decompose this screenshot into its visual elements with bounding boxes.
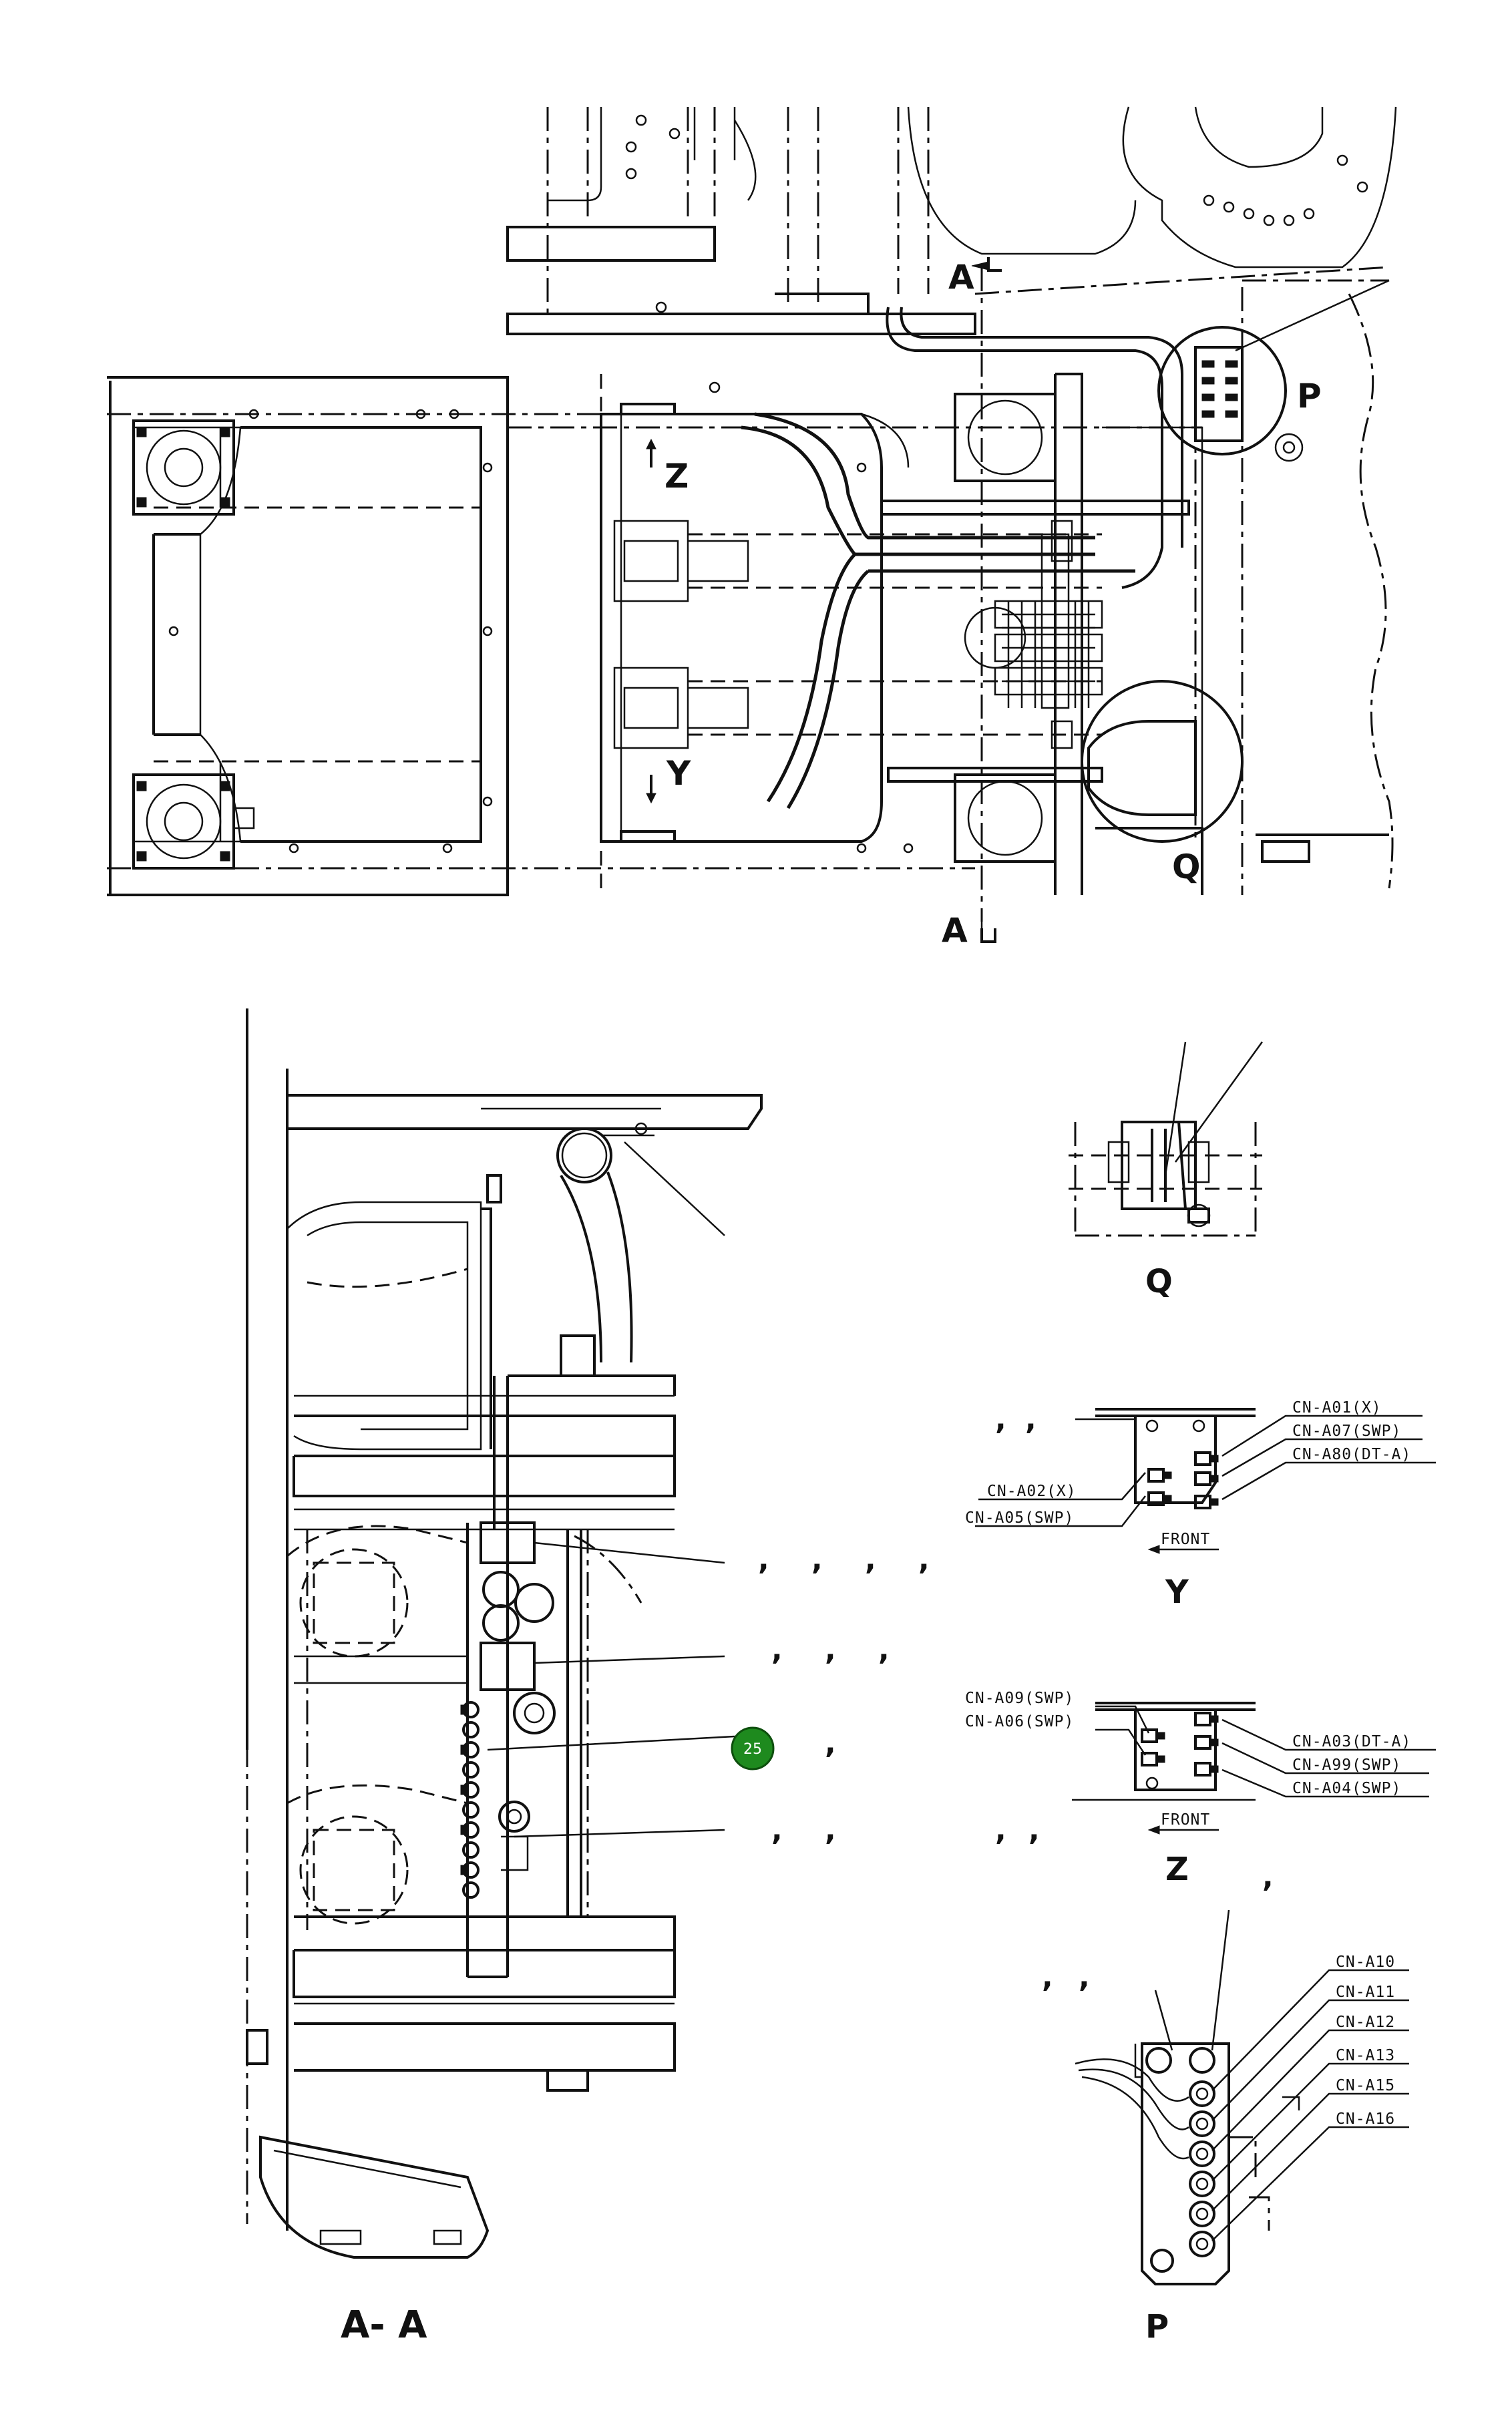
section-view-title: A- A	[341, 2303, 427, 2347]
separator: ,	[1025, 1403, 1036, 1437]
connector-label: CN-A07(SWP)	[1292, 1423, 1401, 1440]
separator: ,	[1028, 1813, 1040, 1847]
view-callout-y: Y	[666, 754, 691, 793]
connector-label: CN-A06(SWP)	[965, 1713, 1074, 1730]
item-separators: , , , , , , , , , , , , , , , , ,	[758, 1403, 1274, 1994]
separator: ,	[1079, 1960, 1090, 1994]
section-marker-top: A	[948, 258, 974, 297]
detail-z-view: CN-A09(SWP) CN-A06(SWP) CN-A03(DT-A) CN-…	[965, 1690, 1436, 1888]
separator: ,	[811, 1543, 823, 1577]
view-callout-z: Z	[665, 457, 689, 496]
separator: ,	[758, 1543, 769, 1577]
item-number-badge-label: 25	[743, 1741, 762, 1758]
separator: ,	[878, 1633, 890, 1667]
top-plan-view: A A P Q Z Y	[107, 106, 1397, 950]
connector-label: CN-A13	[1336, 2047, 1395, 2064]
separator: ,	[771, 1633, 783, 1667]
connector-label: CN-A01(X)	[1292, 1399, 1382, 1417]
separator: ,	[825, 1726, 836, 1760]
connector-label: CN-A10	[1336, 1953, 1395, 1971]
detail-q-title: Q	[1145, 1263, 1173, 1300]
front-indicator-y: FRONT	[1161, 1531, 1210, 1548]
detail-p-view: CN-A10 CN-A11 CN-A12 CN-A13 CN-A15 CN-A1…	[1075, 1909, 1409, 2346]
connector-label: CN-A11	[1336, 1984, 1395, 2001]
separator: ,	[771, 1813, 783, 1847]
detail-y-view: CN-A01(X) CN-A07(SWP) CN-A80(DT-A) CN-A0…	[965, 1399, 1436, 1611]
connector-label: CN-A15	[1336, 2077, 1395, 2094]
connector-label: CN-A09(SWP)	[965, 1690, 1074, 1707]
separator: ,	[865, 1543, 876, 1577]
front-indicator-z: FRONT	[1161, 1811, 1210, 1829]
section-a-a-view: A- A	[246, 1008, 763, 2347]
connector-label: CN-A02(X)	[987, 1483, 1077, 1500]
detail-q-view: Q	[1069, 1041, 1264, 1300]
detail-callout-q: Q	[1172, 848, 1201, 886]
connector-label: CN-A04(SWP)	[1292, 1780, 1401, 1797]
separator: ,	[995, 1813, 1006, 1847]
separator: ,	[825, 1633, 836, 1667]
detail-p-title: P	[1145, 2308, 1169, 2346]
connector-label: CN-A05(SWP)	[965, 1509, 1074, 1527]
separator: ,	[825, 1813, 836, 1847]
connector-label: CN-A03(DT-A)	[1292, 1733, 1411, 1750]
detail-z-title: Z	[1165, 1851, 1189, 1888]
item-number-badge[interactable]: 25	[731, 1726, 775, 1770]
separator: ,	[1262, 1860, 1274, 1894]
separator: ,	[1042, 1960, 1053, 1994]
connector-label: CN-A12	[1336, 2014, 1395, 2031]
connector-label: CN-A16	[1336, 2110, 1395, 2128]
section-marker-bottom: A	[942, 911, 968, 950]
separator: ,	[918, 1543, 930, 1577]
separator: ,	[995, 1403, 1006, 1437]
detail-y-title: Y	[1165, 1573, 1189, 1611]
connector-label: CN-A80(DT-A)	[1292, 1446, 1411, 1463]
detail-callout-p: P	[1297, 377, 1322, 415]
connector-label: CN-A99(SWP)	[1292, 1756, 1401, 1774]
